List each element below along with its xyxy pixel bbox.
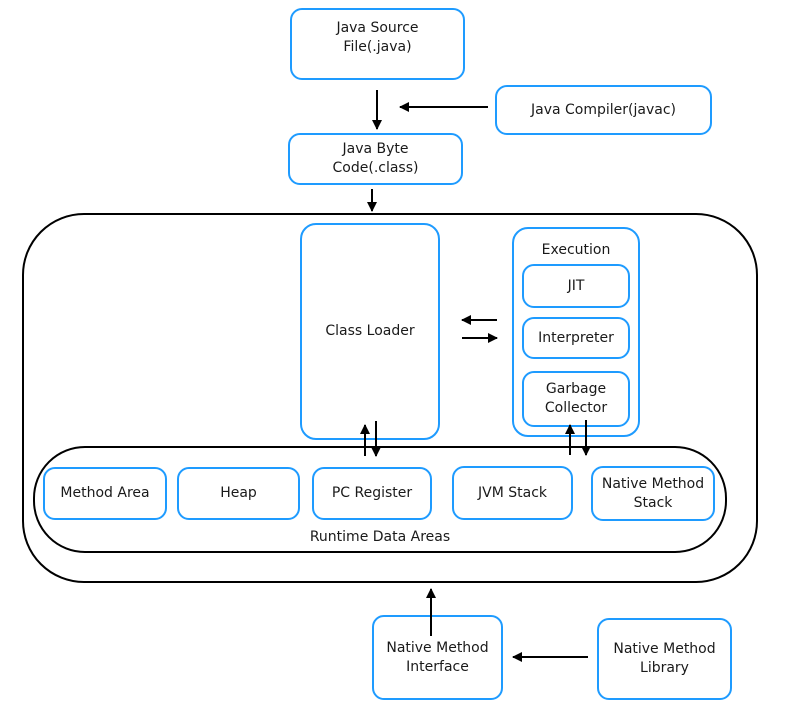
node-label: Library xyxy=(640,660,689,676)
node-native-method-library: Native Method Library xyxy=(597,618,732,700)
runtime-data-areas-label: Runtime Data Areas xyxy=(309,529,451,545)
node-interpreter: Interpreter xyxy=(522,317,630,359)
node-label: Native Method xyxy=(613,641,716,657)
node-label: Native Method xyxy=(601,475,705,492)
node-label: Method Area xyxy=(60,485,150,501)
node-native-method-stack: Native Method Stack xyxy=(591,466,715,521)
node-label: JIT xyxy=(567,277,585,294)
node-label: Collector xyxy=(544,400,608,416)
node-label: Code(.class) xyxy=(332,160,419,176)
node-label: Java Compiler(javac) xyxy=(531,101,676,118)
node-jvm-stack: JVM Stack xyxy=(452,466,573,520)
node-label: PC Register xyxy=(331,485,413,501)
node-native-method-interface: Native Method Interface xyxy=(372,615,503,700)
node-heap: Heap xyxy=(177,467,300,520)
node-label: Class Loader xyxy=(325,323,415,339)
node-garbage-collector: Garbage Collector xyxy=(522,371,630,427)
node-label: Stack xyxy=(633,494,673,511)
node-label: File(.java) xyxy=(343,39,412,55)
node-java-byte-code: Java Byte Code(.class) xyxy=(288,133,463,185)
node-label: Interface xyxy=(406,658,469,675)
node-java-source-file: Java Source File(.java) xyxy=(290,8,465,80)
node-label: Interpreter xyxy=(538,329,614,346)
node-pc-register: PC Register xyxy=(312,467,432,520)
execution-title: Execution xyxy=(541,242,611,258)
node-label: JVM Stack xyxy=(478,484,547,501)
node-label: Native Method xyxy=(386,639,489,656)
node-label: Heap xyxy=(220,485,257,501)
node-label: Garbage xyxy=(545,381,607,397)
node-jit: JIT xyxy=(522,264,630,308)
node-class-loader: Class Loader xyxy=(300,223,440,440)
node-label: Java Byte xyxy=(342,141,409,157)
node-label: Java Source xyxy=(336,20,419,36)
node-java-compiler: Java Compiler(javac) xyxy=(495,85,712,135)
node-method-area: Method Area xyxy=(43,467,167,520)
